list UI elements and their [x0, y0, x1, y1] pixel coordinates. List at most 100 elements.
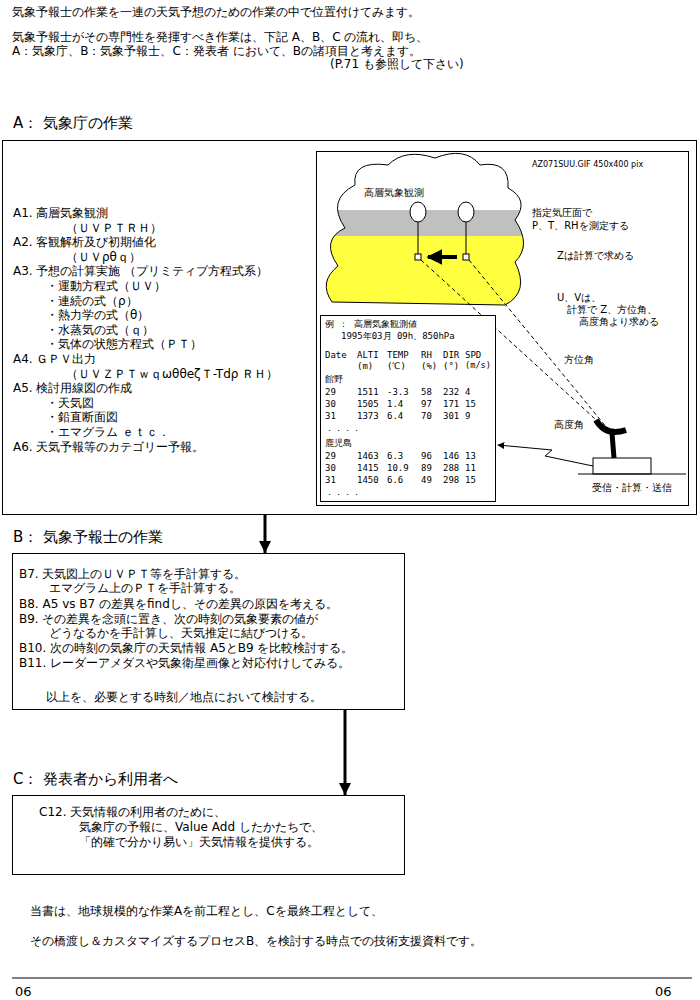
item-text: 高層気象観測 [364, 187, 424, 199]
item-text: 31 [325, 411, 336, 421]
item-text: 301 [443, 411, 459, 421]
item-text: 49 [421, 475, 432, 485]
item-text: 58 [421, 387, 432, 397]
item-text: ・水蒸気の式（ｑ） [46, 324, 154, 338]
cloud [300, 153, 540, 316]
item-text: 232 [443, 387, 459, 397]
note-text: その橋渡し＆カスタマイズするプロセスB、を検討する時点での技術支援資料です。 [30, 935, 482, 949]
item-text: ．．．． [325, 487, 361, 497]
item-text: 館野 [325, 374, 343, 384]
item-text: TEMP [387, 350, 409, 360]
note-text: A：気象庁、B：気象予報士、C：発表者 において、Bの諸項目と考えます。 [12, 45, 421, 59]
item-text: 30 [325, 463, 336, 473]
item-text: DIR [443, 350, 459, 360]
footer-rule [12, 978, 692, 979]
item-text: 1505 [357, 399, 379, 409]
note-text: 当書は、地球規模的な作業Aを前工程とし、Cを最終工程として、 [30, 905, 383, 919]
item-text: 288 [443, 463, 459, 473]
item-text: 13 [465, 451, 476, 461]
item-text: 89 [421, 463, 432, 473]
item-text: 97 [421, 399, 432, 409]
item-text: 例 ： 高層気象観測値 [325, 319, 417, 329]
item-text: 計算で Z、方位角、 [567, 304, 657, 316]
item-text: 「的確で分かり易い」天気情報を提供する。 [79, 836, 319, 850]
item-text: 1450 [357, 475, 379, 485]
item-text: A1. 高層気象観測 [13, 207, 108, 221]
page-number: 06 [655, 985, 672, 1000]
item-text: 9 [465, 411, 470, 421]
item-text: 1463 [357, 451, 379, 461]
item-text: ・連続の式（ρ） [46, 295, 138, 309]
item-text: (m) [357, 361, 373, 371]
item-text: RH [421, 350, 432, 360]
item-text: (%) [421, 361, 437, 371]
item-text: A3. 予想の計算実施 （プリミティブ方程式系） [13, 265, 268, 279]
item-text: 気象庁の予報に、Value Add したかたちで、 [79, 821, 323, 835]
item-text: ・エマグラム ｅｔｃ． [46, 426, 170, 440]
item-text: 1995年03月 09h、850hPa [341, 331, 455, 341]
note-text: (P.71 も参照して下さい) [330, 58, 464, 72]
item-text: どうなるかを手計算し、天気推定に結びつける。 [49, 627, 313, 641]
item-text: ・熱力学の式（θ） [46, 309, 149, 323]
item-text: （ＵＶＰＴＲＨ） [66, 222, 162, 236]
item-text: 15 [465, 475, 476, 485]
forecaster-work-box: B： 気象予報士の作業B7. 天気図上のＵＶＰＴ等を手計算する。エマグラム上のＰ… [12, 553, 405, 710]
item-text: 70 [421, 411, 432, 421]
item-text: B9. その差異を念頭に置き、次の時刻の気象要素の値が [19, 613, 319, 627]
item-text: A6. 天気予報等のカテゴリー予報。 [13, 441, 204, 455]
item-text: 高度角より求める [579, 316, 659, 328]
page-number: 06 [15, 985, 32, 1000]
drift-arrow [428, 255, 457, 259]
item-text: 鹿児島 [325, 438, 352, 448]
item-text: ALTI [357, 350, 379, 360]
item-text: 1.4 [387, 399, 403, 409]
item-text: 11 [465, 463, 476, 473]
item-text: 受信・計算・送信 [592, 482, 672, 494]
item-text: B7. 天気図上のＵＶＰＴ等を手計算する。 [19, 568, 247, 582]
item-text: A2. 客観解析及び初期値化 [13, 236, 156, 250]
item-text: 指定気圧面で [532, 207, 592, 219]
data-table-box: 例 ： 高層気象観測値 1995年03月 09h、850hPaDate ALTI TE… [320, 315, 496, 502]
item-text: P、T、RHを測定する [532, 220, 629, 232]
transmission-bolt [498, 445, 593, 466]
publisher-box: C： 発表者から利用者へC12. 天気情報の利用者のために、気象庁の予報に、Va… [12, 795, 405, 875]
item-text: （ＵＶρθｑ） [66, 251, 141, 265]
item-text: C12. 天気情報の利用者のために、 [39, 806, 226, 820]
item-text: B8. A5 vs B7 の差異をfindし、その差異の原因を考える。 [19, 598, 338, 612]
item-text: AZ071SUU.GIF 450x400 pix [532, 160, 643, 169]
item-text: 30 [325, 399, 336, 409]
item-text: 10.9 [387, 463, 409, 473]
item-text: B10. 次の時刻の気象庁の天気情報 A5とB9 を比較検討する。 [19, 642, 353, 656]
item-text: 31 [325, 475, 336, 485]
item-text: A4. ＧＰＶ出力 [13, 353, 96, 367]
flow-arrow [344, 710, 347, 795]
note-text: 気象予報士がその専門性を発揮すべき作業は、下記 A、B、C の流れ、即ち、 [12, 31, 428, 45]
item-text: （ＵＶＺＰＴｗｑωθθeζＴ-Tdρ ＲＨ） [66, 368, 278, 382]
item-text: ・天気図 [46, 397, 94, 411]
item-text: 以上を、必要とする時刻／地点において検討する。 [46, 691, 322, 705]
item-text: エマグラム上のＰＴを手計算する。 [49, 582, 241, 596]
balloons [410, 202, 474, 260]
item-text: 高度角 [554, 419, 584, 431]
item-text: 146 [443, 451, 459, 461]
item-text: 1373 [357, 411, 379, 421]
flow-arrow [264, 515, 267, 553]
item-text: 1415 [357, 463, 379, 473]
item-text: 96 [421, 451, 432, 461]
item-text: 29 [325, 387, 336, 397]
item-text: (m/s) [465, 361, 491, 371]
item-text: 15 [465, 399, 476, 409]
item-text: ・運動方程式（ＵＶ） [46, 280, 166, 294]
section-heading: C： 発表者から利用者へ [13, 771, 178, 788]
item-text: 171 [443, 399, 459, 409]
antenna [578, 420, 686, 474]
item-text: ・鉛直断面図 [46, 411, 118, 425]
item-text: U、Vは、 [557, 292, 601, 304]
item-text: 方位角 [564, 354, 594, 366]
section-heading: A： 気象庁の作業 [13, 115, 133, 132]
note-text: 気象予報士の作業を一連の天気予想のための作業の中で位置付けてみます。 [12, 6, 420, 20]
item-text: 4 [465, 387, 470, 397]
item-text: 6.6 [387, 475, 403, 485]
item-text: Date [325, 350, 347, 360]
